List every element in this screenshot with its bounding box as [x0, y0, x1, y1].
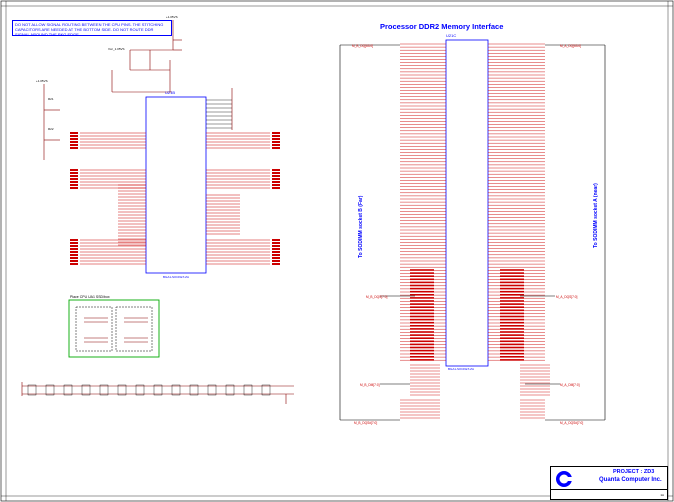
title-block: PROJECT : ZD3 Quanta Computer Inc. 1A — [550, 466, 668, 500]
resistor-row — [21, 382, 294, 404]
dimm-bus-lines — [339, 44, 606, 421]
company-name: Quanta Computer Inc. — [599, 477, 662, 483]
svg-text:+1.05VS: +1.05VS — [36, 79, 48, 83]
svg-text:BGA1-SOCKET-ZA: BGA1-SOCKET-ZA — [163, 275, 189, 279]
chip-u21b-ref: U21B — [165, 90, 175, 95]
svg-text:M_A_DQS#[7:0]: M_A_DQS#[7:0] — [560, 421, 583, 425]
svg-text:+1.05VS: +1.05VS — [166, 15, 178, 19]
decoupling-cap-box — [68, 299, 160, 358]
svg-text:M_B_DQ[63:0]: M_B_DQ[63:0] — [352, 44, 373, 48]
svg-text:M_B_DM[7:0]: M_B_DM[7:0] — [360, 383, 380, 387]
chip-u21c: U21C BGA1-SOCKET-ZA — [445, 33, 489, 371]
svg-text:M_A_DQ[63:0]: M_A_DQ[63:0] — [560, 44, 581, 48]
quanta-logo — [556, 471, 573, 487]
revision: 1A — [660, 493, 664, 497]
chip-u21c-ref: U21C — [446, 33, 456, 38]
dimm-a-label: To SODIMM socket A (near) — [593, 183, 599, 248]
svg-text:BGA1-SOCKET-ZA: BGA1-SOCKET-ZA — [448, 367, 474, 371]
svg-text:M_A_DQS[7:0]: M_A_DQS[7:0] — [556, 295, 578, 299]
page-title: Processor DDR2 Memory Interface — [380, 22, 504, 31]
chip-u21b-right-nets — [206, 88, 280, 265]
power-section — [43, 20, 182, 160]
cap-note: Place CPU UA1 SSD/box — [70, 295, 110, 299]
svg-text:M_A_DM[7:0]: M_A_DM[7:0] — [560, 383, 580, 387]
chip-u21c-nets — [400, 43, 550, 419]
svg-text:M_B_DQS#[7:0]: M_B_DQS#[7:0] — [354, 421, 377, 425]
svg-text:M_B_DQS[7:0]: M_B_DQS[7:0] — [366, 295, 388, 299]
project-name: PROJECT : ZD3 — [613, 469, 655, 475]
dimm-b-label: To SODIMM socket B (Far) — [358, 195, 364, 258]
chip-u21b: U21B BGA1-SOCKET-ZA — [145, 90, 207, 279]
routing-note: DO NOT ALLOW SIGNAL ROUTING BETWEEN THE … — [12, 20, 172, 36]
svg-text:R21: R21 — [48, 97, 54, 101]
svg-text:R22: R22 — [48, 127, 54, 131]
svg-text:Vcc_1.05VS: Vcc_1.05VS — [108, 47, 125, 51]
chip-u21b-left-nets — [70, 132, 146, 265]
